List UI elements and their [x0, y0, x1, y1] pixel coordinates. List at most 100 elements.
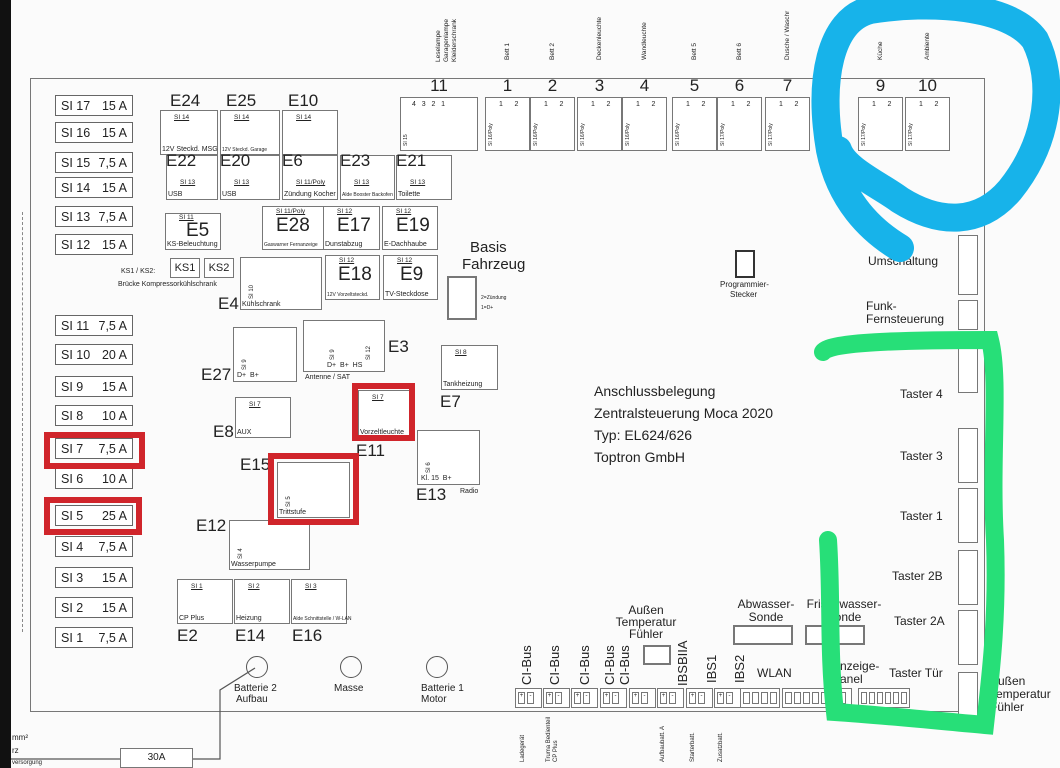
bottom-port-label-4: CI-Bus [602, 645, 617, 685]
module-e28 [262, 206, 326, 250]
fuse-id: SI 1 [61, 630, 84, 645]
output-label-5: Bett 5 [690, 43, 698, 60]
outside-temp-connector [643, 645, 671, 665]
module-id-e4: E4 [218, 294, 239, 313]
ks-note-1: KS1 / KS2: [121, 268, 156, 275]
module-id-e14: E14 [235, 626, 266, 645]
module-label-e28: Gaswarner Fernanzeige [264, 242, 318, 248]
output-fuse-5: SI 16/Poly [675, 123, 681, 146]
fuse-rating: 15 A [101, 180, 127, 195]
module-id-e24: E24 [170, 91, 201, 110]
fresh-water-sensor-label: Frischwasser- Sonde [806, 597, 882, 624]
module-id-e11: E11 [356, 441, 385, 460]
module-label-e3: Antenne / SAT [305, 374, 351, 381]
module-e18 [325, 255, 380, 300]
module-id-e23: E23 [340, 151, 371, 170]
fuse-id: SI 14 [61, 180, 91, 195]
fuse-id: SI 3 [61, 570, 84, 585]
bottom-multi-port-1 [740, 688, 780, 708]
fuse-rating: 15 A [101, 237, 127, 252]
bottom-port-label-7: IBS1 [704, 654, 719, 683]
battery-2-label-1: Batterie 2 [234, 683, 277, 694]
bottom-port-7: +- [686, 688, 713, 708]
module-label-e24: 12V Steckd. MSG [162, 146, 218, 153]
module-sub-e27: D+ B+ [237, 372, 259, 379]
fuse-rating: 15 A [101, 570, 127, 585]
fuse-rating: 20 A [101, 347, 127, 362]
module-fuse-e15: SI 5 [286, 496, 292, 507]
module-id-e9: E9 [400, 264, 424, 285]
output-fuse-6: SI 17/Poly [720, 123, 726, 146]
module-label-e23: Alde Booster Backofen [342, 192, 393, 198]
module-id-e7: E7 [440, 392, 461, 411]
module-label-e16: Alde Schnittstelle / W-LAN [293, 616, 352, 622]
module-e5 [165, 213, 221, 250]
module-label-e5: KS-Beleuchtung [167, 241, 218, 248]
module-id-e8: E8 [213, 422, 234, 441]
outside-temp-sensor-label: Außen Temperatur Fühler [615, 603, 677, 641]
module-label-e18: 12V Vorzeltsteckd. [327, 292, 369, 298]
pin-label: 1 2 [544, 101, 564, 108]
module-id-e19: E19 [396, 215, 430, 236]
output-connector-4 [622, 97, 667, 151]
bottom-port-label-5: CI-Bus [617, 645, 632, 685]
module-fuse-e28: SI 11/Poly [276, 208, 306, 215]
basis-fahrzeug-connector [447, 276, 477, 320]
fuse-rating: 7,5 A [98, 209, 128, 224]
module-id-e5: E5 [186, 220, 210, 241]
module-e22 [166, 155, 218, 200]
basis-pin2-note: 2=Zündung [481, 295, 507, 301]
output-label-2: Bett 2 [548, 43, 556, 60]
module-id-e17: E17 [337, 215, 371, 236]
fuse-rating: 7,5 A [98, 441, 128, 456]
wlan-label: WLAN [757, 666, 792, 680]
ks-note-2: Brücke Kompressorkühlschrank [118, 281, 217, 288]
module-label-e21: Toilette [398, 191, 421, 198]
right-connector-label-3: Taster 4 [900, 387, 943, 401]
battery-1-label-1: Batterie 1 [421, 683, 464, 694]
module-id-e13: E13 [416, 485, 447, 504]
module-fuse-e6: SI 11/Poly [296, 179, 326, 186]
fuse-id: SI 4 [61, 539, 84, 554]
module-fuse-e13: SI 6 [426, 462, 432, 473]
pin-label: 1 2 [919, 101, 939, 108]
module-fuse-e24: SI 14 [174, 114, 190, 121]
output-fuse-3: SI 16/Poly [580, 123, 586, 146]
module-e25 [220, 110, 280, 155]
module-e14 [234, 579, 290, 624]
fuse-si14: SI 14 15 A [55, 177, 133, 198]
module-e10 [282, 110, 338, 155]
module-id-e22: E22 [166, 151, 197, 170]
output-fuse-7: SI 17/Poly [768, 123, 774, 146]
fuse-rating: 15 A [101, 98, 127, 113]
fuse-id: SI 12 [61, 237, 91, 252]
module-fuse-e25: SI 14 [234, 114, 250, 121]
programmer-label-2: Stecker [730, 290, 758, 299]
module-e19 [382, 206, 438, 250]
module-id-e12: E12 [196, 516, 227, 535]
output-label-9: Küche [876, 41, 884, 60]
output-connector-7 [765, 97, 810, 151]
module-fuse-e20: SI 13 [234, 179, 250, 186]
module-id-e6: E6 [282, 151, 303, 170]
door-button-label: Taster Tür [889, 666, 943, 680]
pin-label: 1 2 [499, 101, 519, 108]
output-number-10: 10 [918, 76, 937, 95]
right-connector-label-4: Taster 3 [900, 449, 943, 463]
right-connector-6 [958, 550, 978, 605]
output-number-5: 5 [689, 76, 700, 95]
output-connector-11 [400, 97, 478, 151]
output-number-2: 2 [547, 76, 558, 95]
display-panel-label: Anzeige- Panel [832, 659, 880, 686]
module-id-e20: E20 [220, 151, 251, 170]
module-fuse-e7: SI 8 [455, 349, 467, 356]
module-fuse-e2: SI 1 [191, 583, 203, 590]
